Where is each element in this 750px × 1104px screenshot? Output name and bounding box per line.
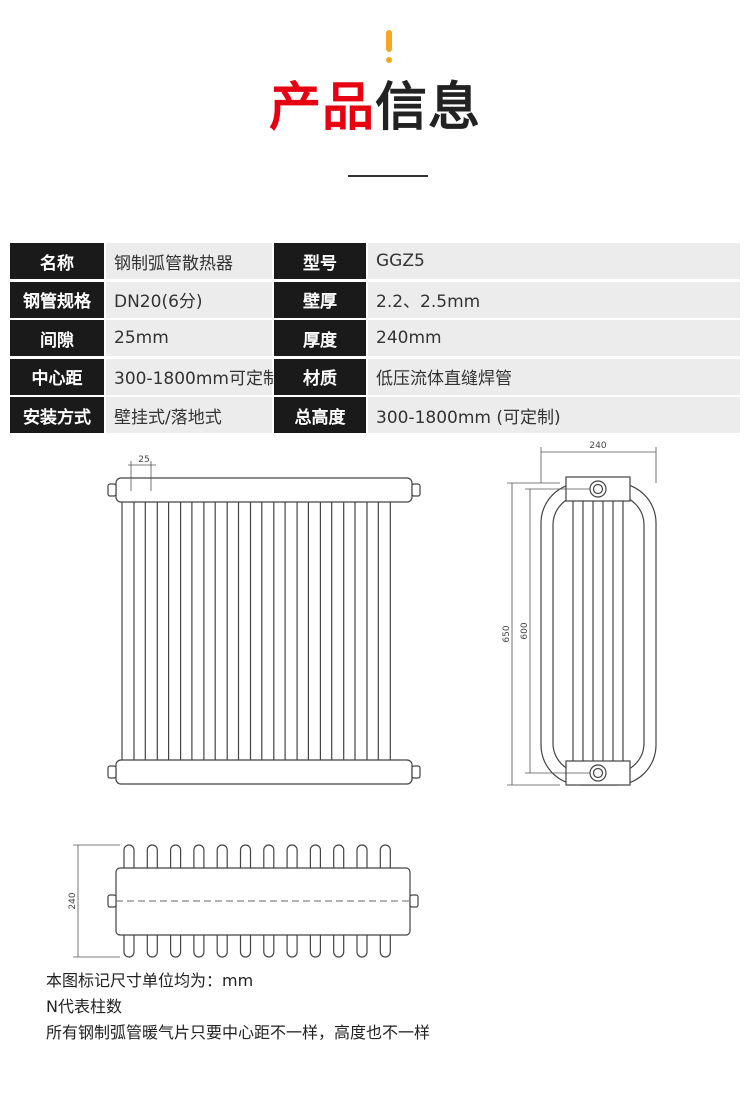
spec-value: DN20(6分) bbox=[106, 281, 272, 318]
top-depth-dimension bbox=[73, 844, 120, 958]
spec-table: 名称 钢制弧管散热器 型号 GGZ5 钢管规格 DN20(6分) 壁厚 2.2、… bbox=[10, 243, 740, 436]
front-plug-bottom-right bbox=[411, 765, 421, 779]
spec-row: 安装方式 壁挂式/落地式 总高度 300-1800mm (可定制) bbox=[10, 397, 740, 433]
note-line: 所有钢制弧管暖气片只要中心距不一样，高度也不一样 bbox=[46, 1023, 431, 1042]
spec-label: 材质 bbox=[274, 358, 366, 395]
title-black-part: 信息 bbox=[375, 78, 482, 138]
side-view-drawing bbox=[540, 476, 657, 786]
front-gap-dimension bbox=[128, 461, 156, 491]
spec-value: 300-1800mm (可定制) bbox=[368, 397, 740, 433]
front-column-tube bbox=[168, 481, 182, 781]
spec-label: 间隙 bbox=[10, 320, 104, 356]
spec-value: GGZ5 bbox=[368, 243, 740, 279]
front-column-tube bbox=[191, 481, 205, 781]
front-column-tube bbox=[214, 481, 228, 781]
front-column-tube bbox=[354, 481, 368, 781]
spec-label: 名称 bbox=[10, 243, 104, 279]
spec-row: 钢管规格 DN20(6分) 壁厚 2.2、2.5mm bbox=[10, 281, 740, 318]
front-gap-label: 25 bbox=[138, 455, 149, 465]
exclamation-icon bbox=[386, 30, 392, 64]
spec-value: 240mm bbox=[368, 320, 740, 356]
front-column-tube bbox=[307, 481, 321, 781]
side-outer-loop bbox=[540, 482, 657, 786]
front-column-tube bbox=[377, 481, 391, 781]
note-line: 本图标记尺寸单位均为：mm bbox=[46, 971, 254, 990]
page-title: 产品信息 bbox=[0, 76, 750, 140]
side-bottom-port bbox=[589, 764, 607, 782]
front-column-tube bbox=[144, 481, 158, 781]
spec-row: 名称 钢制弧管散热器 型号 GGZ5 bbox=[10, 243, 740, 279]
spec-label: 中心距 bbox=[10, 358, 104, 395]
front-view-drawing bbox=[107, 477, 421, 785]
side-center-label: 600 bbox=[520, 622, 530, 639]
spec-value: 壁挂式/落地式 bbox=[106, 397, 272, 433]
front-plug-top-right bbox=[411, 483, 421, 497]
front-top-header bbox=[115, 477, 413, 503]
spec-label: 型号 bbox=[274, 243, 366, 279]
front-column-tube bbox=[261, 481, 275, 781]
spec-value: 300-1800mm可定制 bbox=[106, 358, 280, 395]
note-line: N代表柱数 bbox=[46, 997, 122, 1016]
spec-label: 壁厚 bbox=[274, 281, 366, 318]
title-underline bbox=[348, 175, 428, 177]
side-width-label: 240 bbox=[589, 441, 606, 451]
side-top-port bbox=[589, 480, 607, 498]
front-column-tube bbox=[331, 481, 345, 781]
spec-value: 钢制弧管散热器 bbox=[106, 243, 272, 279]
side-dimensions bbox=[507, 447, 657, 786]
spec-row: 中心距 300-1800mm可定制 材质 低压流体直缝焊管 bbox=[10, 358, 740, 395]
spec-value: 低压流体直缝焊管 bbox=[368, 358, 740, 395]
side-height-label: 650 bbox=[502, 625, 512, 642]
front-plug-bottom-left bbox=[107, 765, 117, 779]
notes: 本图标记尺寸单位均为：mm N代表柱数 所有钢制弧管暖气片只要中心距不一样，高度… bbox=[46, 968, 430, 1046]
spec-value: 2.2、2.5mm bbox=[368, 281, 740, 318]
front-column-tube bbox=[237, 481, 252, 781]
spec-label: 钢管规格 bbox=[10, 281, 104, 318]
spec-label: 总高度 bbox=[274, 397, 366, 433]
top-depth-label: 240 bbox=[68, 892, 78, 909]
spec-value: 25mm bbox=[106, 320, 272, 356]
front-column-tube bbox=[121, 481, 135, 781]
front-column-tube bbox=[284, 481, 298, 781]
side-inner-loop bbox=[552, 494, 645, 774]
spec-label: 安装方式 bbox=[10, 397, 104, 433]
spec-label: 厚度 bbox=[274, 320, 366, 356]
spec-row: 间隙 25mm 厚度 240mm bbox=[10, 320, 740, 356]
front-plug-top-left bbox=[107, 483, 117, 497]
front-bottom-header bbox=[115, 759, 413, 785]
title-red-part: 产品 bbox=[268, 78, 375, 138]
technical-drawings: 25 240 650 600 bbox=[68, 441, 657, 958]
